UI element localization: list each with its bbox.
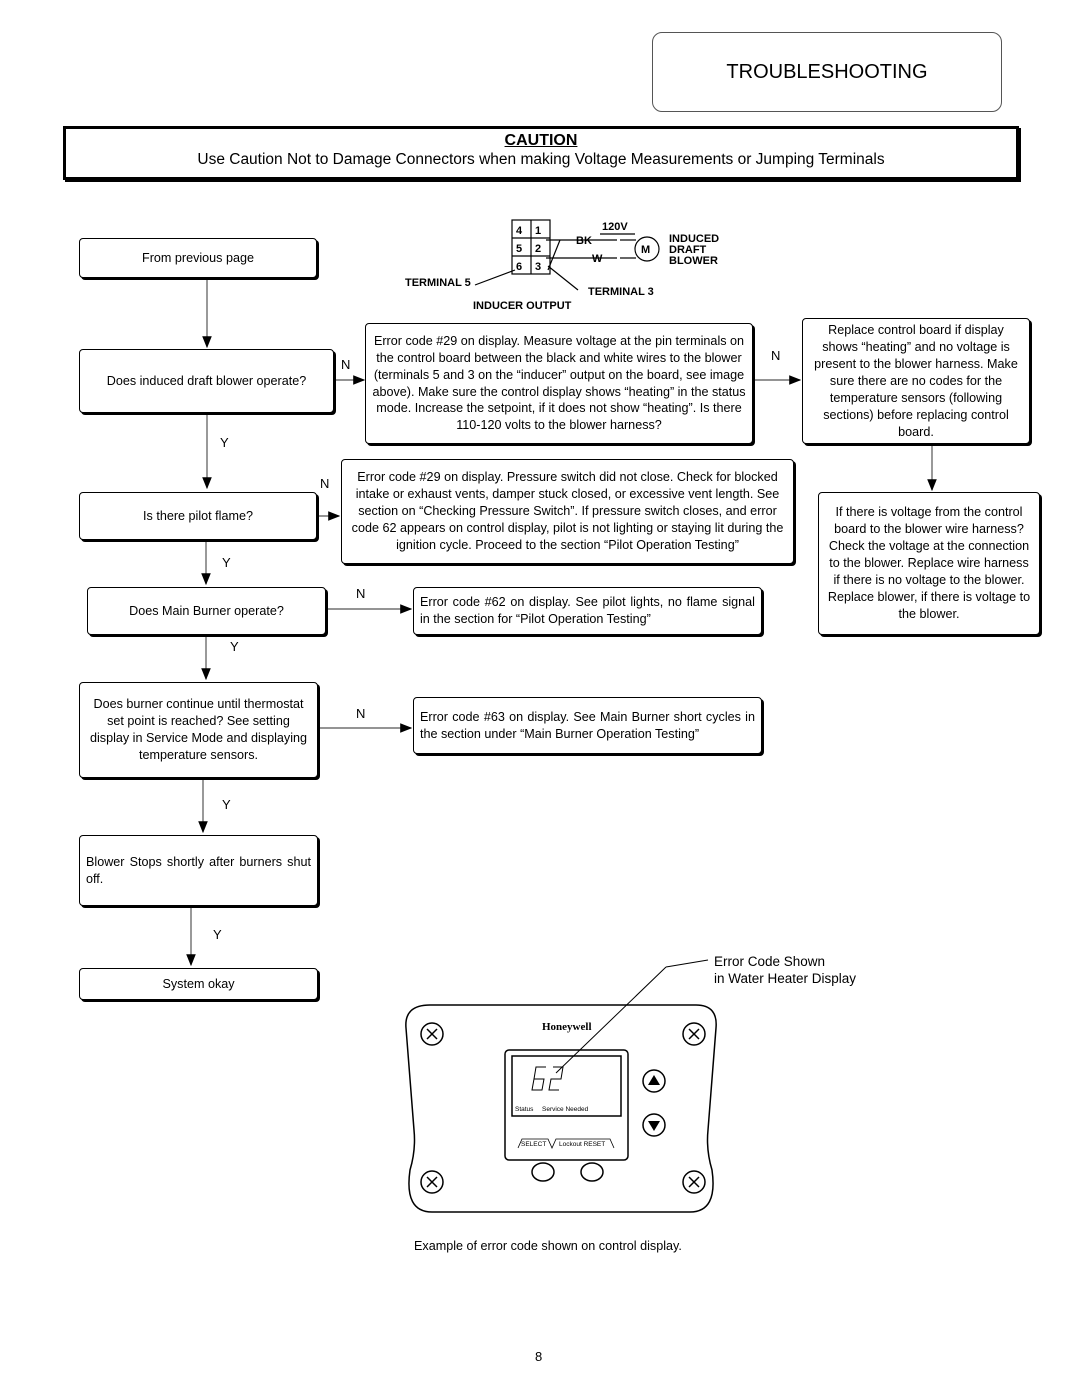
screw-icon xyxy=(420,1170,444,1194)
down-arrow-icon xyxy=(648,1121,660,1131)
select-label: SELECT xyxy=(521,1141,546,1148)
caution-banner: CAUTION Use Caution Not to Damage Connec… xyxy=(63,126,1019,180)
motor-label: M xyxy=(641,244,650,256)
down-button xyxy=(642,1113,666,1137)
question-burner-continues: Does burner continue until thermostat se… xyxy=(79,682,318,778)
burner-continues-no-step: Error code #63 on display. See Main Burn… xyxy=(413,697,762,754)
terminal-3-label: TERMINAL 3 xyxy=(588,286,654,298)
callout-line-1: Error Code Shown xyxy=(714,954,826,969)
pilot-no-step-text: Error code #29 on display. Pressure swit… xyxy=(351,470,784,552)
error-code-callout: Error Code Shown in Water Heater Display xyxy=(714,953,856,987)
flow-start-text: From previous page xyxy=(142,250,254,265)
yes-label-5: Y xyxy=(213,927,222,942)
pin-3: 3 xyxy=(535,261,541,273)
blower-stops-text: Blower Stops shortly after burners shut … xyxy=(86,854,311,886)
reset-button xyxy=(580,1162,604,1182)
caution-text: Use Caution Not to Damage Connectors whe… xyxy=(197,151,885,168)
screw-icon xyxy=(420,1022,444,1046)
brand-logo: Honeywell xyxy=(542,1021,592,1033)
pin-1: 1 xyxy=(535,225,541,237)
label-bracket xyxy=(517,1138,615,1149)
screw-icon xyxy=(682,1170,706,1194)
replace-control-board-text: Replace control board if display shows “… xyxy=(814,322,1018,439)
yes-label-4: Y xyxy=(222,797,231,812)
main-burner-no-step-text: Error code #62 on display. See pilot lig… xyxy=(420,595,755,626)
question-main-burner: Does Main Burner operate? xyxy=(87,587,326,635)
no-label-1: N xyxy=(341,357,351,372)
question-pilot-flame: Is there pilot flame? xyxy=(79,492,317,540)
page-title: TROUBLESHOOTING xyxy=(726,60,928,83)
no-label-3: N xyxy=(320,476,330,491)
yes-label-1: Y xyxy=(220,435,229,450)
replace-control-board-step: Replace control board if display shows “… xyxy=(802,318,1030,444)
callout-line xyxy=(555,966,667,1074)
status-label: Status xyxy=(515,1106,534,1113)
flow-end: System okay xyxy=(79,968,318,1000)
blower-label-2: DRAFT xyxy=(669,244,707,256)
pin-5: 5 xyxy=(516,243,522,255)
no-label-2: N xyxy=(771,348,781,363)
up-button xyxy=(642,1069,666,1093)
yes-label-3: Y xyxy=(230,639,239,654)
inducer-output-caption: INDUCER OUTPUT xyxy=(473,300,572,312)
callout-line-2: in Water Heater Display xyxy=(714,971,857,986)
blower-label-1: INDUCED xyxy=(669,233,719,245)
question-blower-operates: Does induced draft blower operate? xyxy=(79,349,334,413)
blower-voltage-check-text: If there is voltage from the control boa… xyxy=(827,505,1031,621)
lockout-reset-label: Lockout RESET xyxy=(559,1141,605,1148)
flow-start: From previous page xyxy=(79,238,317,278)
pilot-no-step: Error code #29 on display. Pressure swit… xyxy=(341,459,794,564)
lcd-screen xyxy=(511,1055,622,1117)
blower-no-step: Error code #29 on display. Measure volta… xyxy=(365,323,753,444)
lcd-digits-62 xyxy=(531,1066,564,1091)
question-pilot-flame-text: Is there pilot flame? xyxy=(143,508,253,523)
wire-black-label: BK xyxy=(576,235,592,247)
blower-no-step-text: Error code #29 on display. Measure volta… xyxy=(372,334,746,433)
question-blower-operates-text: Does induced draft blower operate? xyxy=(106,373,307,388)
up-arrow-icon xyxy=(648,1075,660,1085)
display-bezel xyxy=(504,1049,629,1161)
blower-voltage-check-step: If there is voltage from the control boa… xyxy=(818,492,1040,635)
caution-title: CAUTION xyxy=(504,132,578,149)
no-label-4: N xyxy=(356,586,366,601)
blower-label-3: BLOWER xyxy=(669,255,718,267)
burner-continues-no-step-text: Error code #63 on display. See Main Burn… xyxy=(420,709,755,741)
main-burner-no-step: Error code #62 on display. See pilot lig… xyxy=(413,587,762,635)
service-needed-label: Service Needed xyxy=(542,1106,589,1113)
motor-circle xyxy=(634,236,660,262)
page-header-tab: TROUBLESHOOTING xyxy=(652,32,1002,112)
blower-stops-step: Blower Stops shortly after burners shut … xyxy=(79,835,318,906)
display-caption: Example of error code shown on control d… xyxy=(414,1239,682,1253)
question-main-burner-text: Does Main Burner operate? xyxy=(129,603,284,618)
pin-2: 2 xyxy=(535,243,541,255)
display-panel-outline xyxy=(405,1004,717,1213)
pin-4: 4 xyxy=(516,225,523,237)
no-label-5: N xyxy=(356,706,366,721)
select-button xyxy=(531,1162,555,1182)
wire-white-label: W xyxy=(592,253,603,265)
page-number: 8 xyxy=(535,1349,543,1364)
flow-end-text: System okay xyxy=(162,976,235,991)
screw-icon xyxy=(682,1022,706,1046)
yes-label-2: Y xyxy=(222,555,231,570)
voltage-label: 120V xyxy=(602,221,628,233)
pin-6: 6 xyxy=(516,261,522,273)
question-burner-continues-text: Does burner continue until thermostat se… xyxy=(89,697,307,762)
terminal-5-label: TERMINAL 5 xyxy=(405,277,471,289)
